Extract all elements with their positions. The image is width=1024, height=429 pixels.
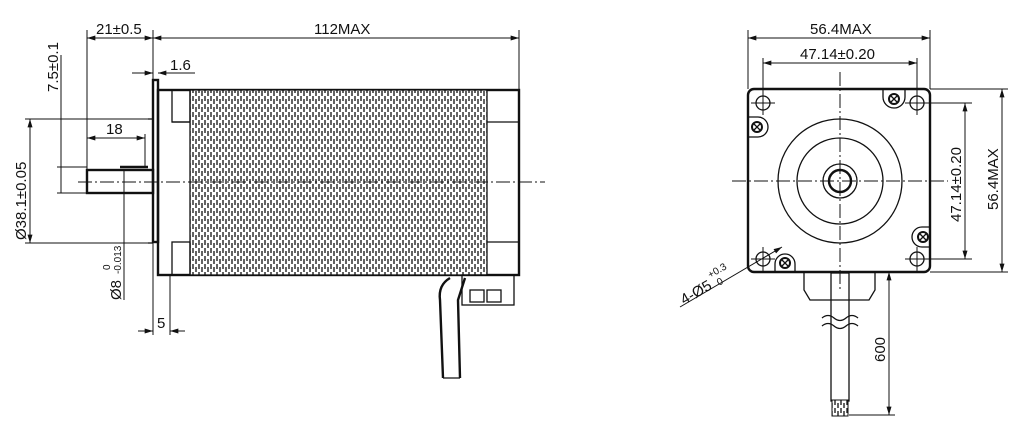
cable xyxy=(438,276,451,379)
dim-flat-length: 18 xyxy=(106,121,123,138)
end-cap-bottom xyxy=(171,241,191,276)
dim-height: 56.4MAX xyxy=(985,148,1002,210)
front-connector xyxy=(803,272,876,301)
screws xyxy=(748,89,930,272)
side-view: 21±0.5 112MAX 1.6 7.5±0.1 18 Ø38.1±0.05 … xyxy=(13,21,545,379)
dim-holes-tol-lower: 0 xyxy=(715,276,726,289)
dim-shaft-diameter: Ø8 xyxy=(108,280,125,300)
front-flange xyxy=(151,78,160,244)
dim-pilot-length: 5 xyxy=(157,315,165,332)
dim-shaft-tol-lower: -0.013 xyxy=(113,245,124,274)
dim-flat-depth: 7.5±0.1 xyxy=(45,42,62,92)
dim-pilot-diameter: Ø38.1±0.05 xyxy=(13,162,30,240)
dim-cable-length: 600 xyxy=(872,337,889,362)
cable-end xyxy=(831,399,849,417)
dim-hole-spacing-v: 47.14±0.20 xyxy=(948,147,965,222)
dim-flange-thickness: 1.6 xyxy=(170,57,191,74)
front-view: 56.4MAX 47.14±0.20 47.14±0.20 56.4MAX 60… xyxy=(678,21,1008,417)
end-cap-top xyxy=(171,89,191,123)
dim-body-length: 112MAX xyxy=(314,21,370,38)
dim-shaft-tol-upper: 0 xyxy=(102,264,113,270)
dim-width: 56.4MAX xyxy=(810,21,872,38)
front-cable xyxy=(830,272,850,402)
dim-hole-spacing-h: 47.14±0.20 xyxy=(800,46,875,63)
dim-holes: 4-Ø5 xyxy=(678,277,715,308)
dim-shaft-length: 21±0.5 xyxy=(96,21,142,38)
